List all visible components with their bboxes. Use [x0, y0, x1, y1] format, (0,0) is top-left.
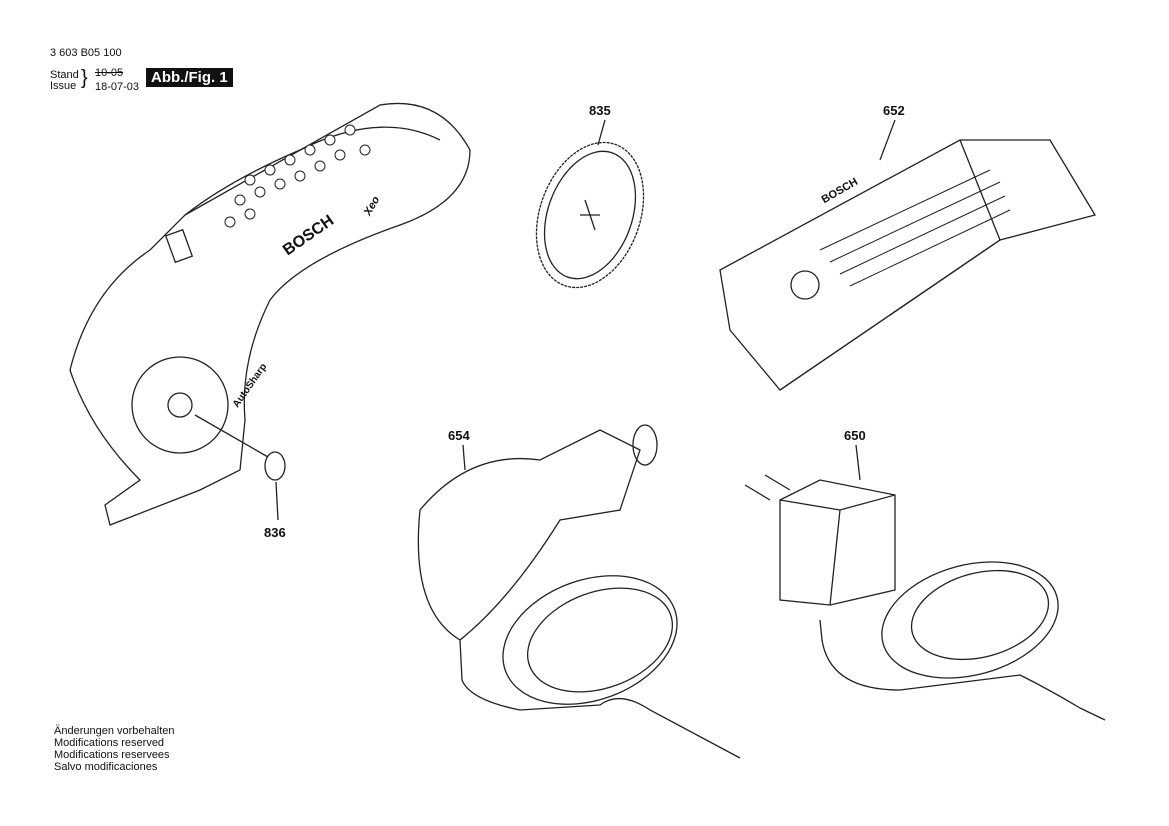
- old-date: 10-05: [95, 67, 124, 79]
- part-label-835: 835: [589, 103, 611, 118]
- part-label-654: 654: [448, 428, 470, 443]
- figure-label: Abb./Fig. 1: [146, 68, 233, 87]
- note-de: Änderungen vorbehalten: [54, 725, 175, 737]
- note-es: Salvo modificaciones: [54, 761, 158, 773]
- saw-blade-drawing: [535, 141, 645, 289]
- part-label-836: 836: [264, 525, 286, 540]
- brace: }: [81, 67, 88, 89]
- part-label-650: 650: [844, 428, 866, 443]
- issue-date: 18-07-03: [95, 81, 140, 93]
- leader-654: [462, 444, 466, 471]
- note-en: Modifications reserved: [54, 737, 165, 749]
- charging-station-drawing: [719, 139, 1097, 391]
- issue-label: Issue: [50, 80, 77, 92]
- leader-835: [597, 119, 606, 146]
- cutter-tool-drawing: [69, 102, 471, 526]
- leader-652: [879, 119, 896, 161]
- stand-label: Stand: [50, 69, 79, 81]
- leader-836: [275, 481, 279, 521]
- part-number: 3 603 B05 100: [50, 47, 122, 59]
- leader-650: [855, 444, 861, 481]
- part-label-652: 652: [883, 103, 905, 118]
- footer-notes: Änderungen vorbehalten Modifications res…: [54, 725, 174, 773]
- power-supply-drawing: [744, 474, 1106, 721]
- car-adapter-drawing: [417, 424, 741, 759]
- note-fr: Modifications reservees: [54, 749, 170, 761]
